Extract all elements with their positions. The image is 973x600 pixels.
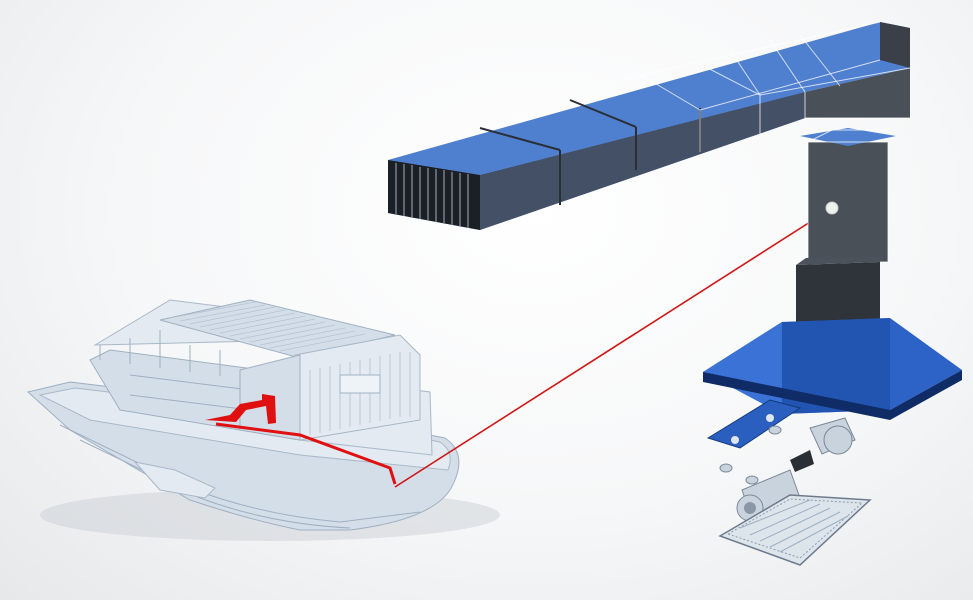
small-fasteners xyxy=(719,425,782,485)
mounting-bracket xyxy=(706,399,802,449)
grease-filter xyxy=(718,494,872,566)
connector-line xyxy=(394,207,833,488)
fan-motor xyxy=(736,417,856,522)
duct-grille xyxy=(395,163,469,228)
laser-target-point xyxy=(825,201,839,215)
extraction-hood xyxy=(703,256,962,420)
rectangular-air-duct xyxy=(388,21,911,230)
duct-wireframe xyxy=(619,21,911,152)
houseboat-model xyxy=(26,299,500,541)
highlighted-kitchen-area xyxy=(205,394,397,485)
vertical-duct-section xyxy=(800,128,896,263)
